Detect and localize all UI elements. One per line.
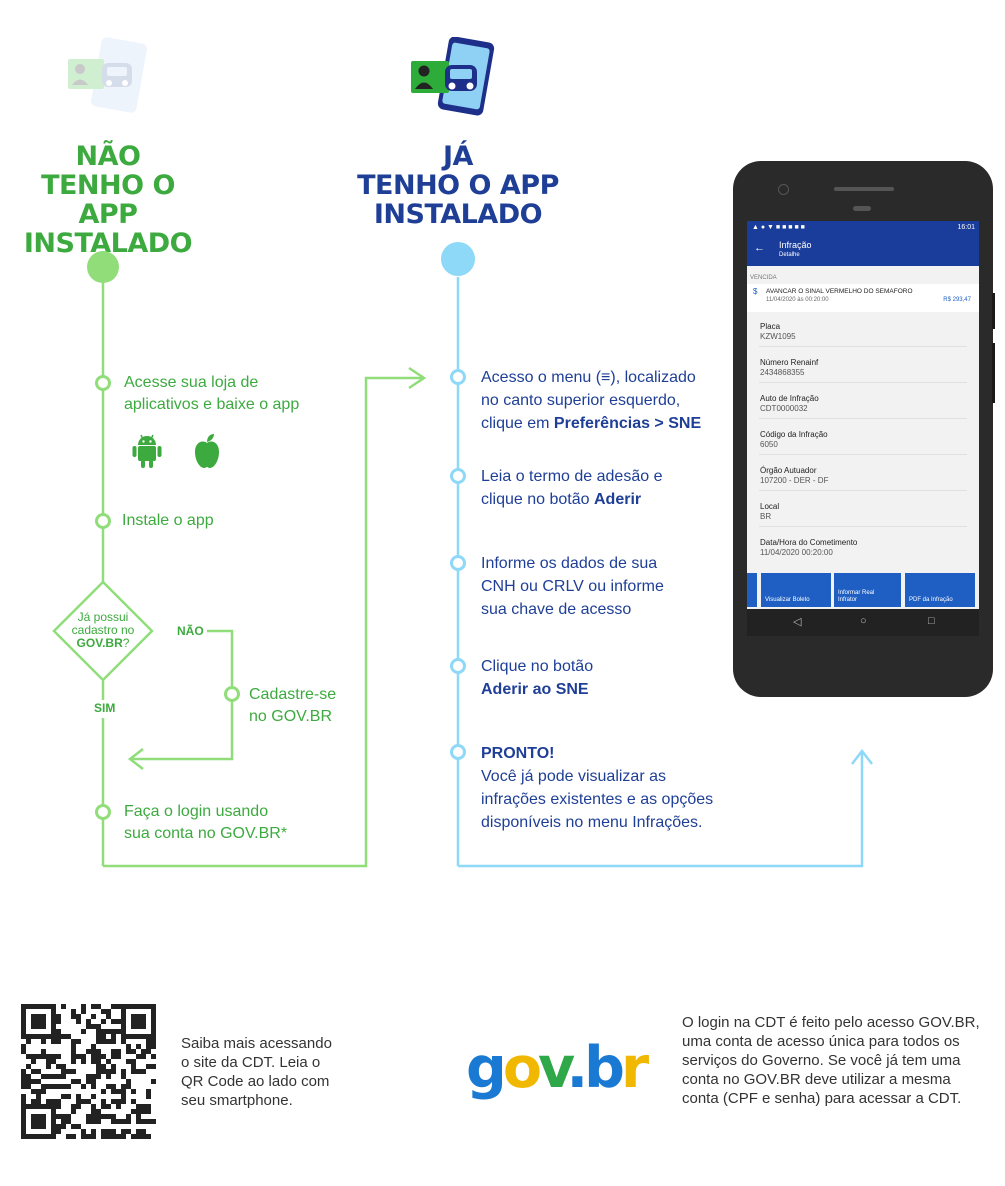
govbr-logo: gov.br	[466, 1029, 661, 1109]
status-time: 16:01	[957, 224, 975, 231]
right-step-node	[450, 658, 466, 674]
qr-code	[21, 1004, 156, 1139]
app-subtitle: Detalhe	[779, 252, 800, 258]
pdf-infraction-button[interactable]: PDF da Infração	[905, 573, 975, 607]
infraction-title: AVANCAR O SINAL VERMELHO DO SEMAFORO	[766, 288, 913, 295]
infraction-amount: R$ 293,47	[943, 297, 971, 303]
phone-side-button	[992, 343, 995, 403]
back-arrow-icon[interactable]: ←	[754, 242, 765, 254]
flowchart-lines	[52, 242, 873, 868]
inform-driver-button[interactable]: Informar Real Infrator	[834, 573, 901, 607]
step-accept-terms: Leia o termo de adesão e clique no botão…	[481, 468, 663, 508]
app-title: Infração	[779, 240, 812, 250]
phone-sensor	[853, 206, 871, 211]
action-buttons: Visualizar Boleto Informar Real Infrator…	[747, 573, 979, 609]
infraction-card[interactable]: $ AVANCAR O SINAL VERMELHO DO SEMAFORO 1…	[747, 284, 979, 312]
android-nav-bar: ◁ ○ □	[747, 609, 979, 636]
nav-home-icon[interactable]: ○	[860, 615, 867, 627]
register-step-node	[224, 686, 240, 702]
right-start-node	[441, 242, 475, 276]
decision-diamond	[52, 580, 154, 682]
step-open-menu: Acesso o menu (≡), localizado no canto s…	[481, 369, 702, 432]
step-join-sne: Clique no botão Aderir ao SNE	[481, 658, 594, 698]
left-step-node	[95, 513, 111, 529]
phone-speaker	[834, 187, 894, 191]
step-download-app: Acesse sua loja de aplicativos e baixe o…	[124, 374, 300, 413]
right-step-node	[450, 744, 466, 760]
notification-icons: ▲ ● ▼ ■ ■ ■ ■ ■	[752, 224, 805, 231]
svg-text:gov.br: gov.br	[466, 1035, 649, 1101]
android-icon	[131, 432, 163, 470]
nav-back-icon[interactable]: ◁	[793, 616, 802, 628]
nav-recent-icon[interactable]: □	[928, 615, 935, 627]
phone-side-button	[992, 293, 995, 329]
partial-button[interactable]	[747, 573, 757, 607]
phone-camera	[778, 184, 789, 195]
infraction-date: 11/04/2020 às 00:20:00	[766, 297, 829, 303]
login-step-node	[95, 804, 111, 820]
govbr-logo-wordmark: gov.br	[466, 1035, 653, 1101]
no-app-phone-icon	[66, 37, 150, 113]
dollar-icon: $	[753, 287, 758, 296]
step-register: Cadastre-se no GOV.BR	[249, 686, 337, 725]
app-bar: ← Infração Detalhe	[747, 235, 979, 266]
qr-description: Saiba mais acessando o site da CDT. Leia…	[181, 1035, 332, 1109]
status-bar: ▲ ● ▼ ■ ■ ■ ■ ■ 16:01	[747, 221, 979, 235]
left-start-node	[87, 251, 119, 283]
has-app-phone-icon	[409, 36, 495, 117]
has-app-title: JÁ TENHO O APP INSTALADO	[357, 141, 559, 230]
apple-icon	[191, 432, 223, 470]
decision-yes-label: SIM	[92, 701, 118, 715]
step-enter-data: Informe os dados de sua CNH ou CRLV ou i…	[481, 555, 664, 618]
left-step-node	[95, 375, 111, 391]
right-step-node	[450, 369, 466, 385]
decision-question: Já possui cadastro no GOV.BR?	[71, 610, 135, 650]
step-install-app: Instale o app	[122, 512, 214, 529]
phone-screen: ▲ ● ▼ ■ ■ ■ ■ ■ 16:01 ← Infração Detalhe…	[747, 221, 979, 636]
right-step-node	[450, 468, 466, 484]
govbr-description: O login na CDT é feito pelo acesso GOV.B…	[682, 1014, 980, 1107]
view-boleto-button[interactable]: Visualizar Boleto	[761, 573, 831, 607]
decision-no-label: NÃO	[174, 624, 207, 638]
step-login: Faça o login usando sua conta no GOV.BR*	[124, 803, 288, 842]
status-label: VENCIDA	[750, 275, 777, 281]
step-done: PRONTO! Você já pode visualizar as infra…	[481, 745, 714, 831]
right-step-node	[450, 555, 466, 571]
